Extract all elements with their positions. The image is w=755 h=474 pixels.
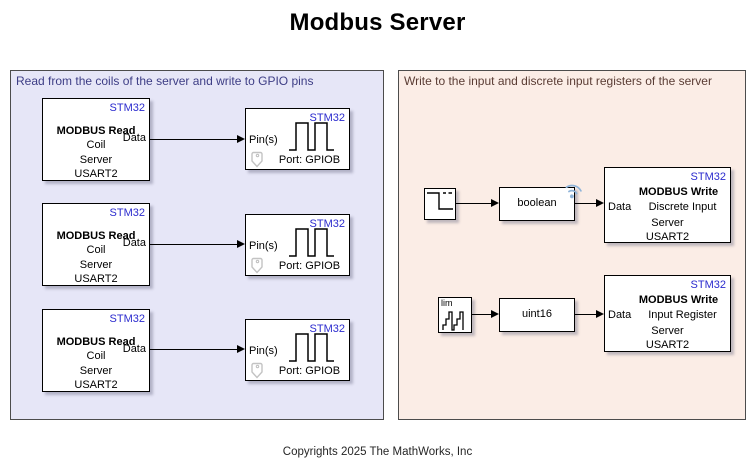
- counter-limited-source-block[interactable]: lim: [438, 297, 472, 333]
- stm32-chip-label: STM32: [109, 207, 145, 219]
- block-subtitle: Coil: [86, 350, 106, 362]
- pulse-source-block[interactable]: [424, 188, 456, 220]
- gpio-write-block-3[interactable]: STM32 Pin(s) Port: GPIOB: [245, 319, 350, 381]
- block-name: MODBUS Read: [56, 336, 136, 348]
- conversion-type-label: boolean: [517, 197, 557, 209]
- input-port-label: Pin(s): [249, 134, 278, 146]
- pulse-generator-icon: [427, 192, 453, 210]
- block-subtitle: Coil: [86, 139, 106, 151]
- signal-wire[interactable]: [150, 240, 245, 248]
- uart-label: USART2: [645, 231, 690, 243]
- gpio-write-block-2[interactable]: STM32 Pin(s) Port: GPIOB: [245, 214, 350, 276]
- signal-wire[interactable]: [575, 199, 604, 207]
- input-port-label: Data: [608, 309, 632, 321]
- block-subtitle: Coil: [86, 244, 106, 256]
- counter-limited-icon: [442, 311, 464, 331]
- output-port-label: Data: [122, 237, 146, 249]
- input-port-label: Pin(s): [249, 240, 278, 252]
- wifi-stream-icon[interactable]: [561, 178, 590, 205]
- uint16-conversion-block[interactable]: uint16: [499, 298, 575, 332]
- gpio-write-block-1[interactable]: STM32 Pin(s) Port: GPIOB: [245, 108, 350, 170]
- input-port-label: Pin(s): [249, 345, 278, 357]
- server-label: Server: [79, 365, 113, 377]
- tag-icon: [251, 362, 263, 379]
- signal-wire[interactable]: [456, 199, 499, 207]
- modbus-write-input-register-block[interactable]: STM32 MODBUS Write Data Input Register S…: [604, 275, 731, 352]
- stm32-chip-label: STM32: [109, 102, 145, 114]
- server-label: Server: [79, 154, 113, 166]
- stm32-chip-label: STM32: [109, 313, 145, 325]
- block-name: MODBUS Read: [56, 125, 136, 137]
- block-name: MODBUS Write: [638, 186, 719, 198]
- area-left-label: Read from the coils of the server and wr…: [16, 74, 314, 88]
- output-port-label: Data: [122, 132, 146, 144]
- boolean-conversion-block[interactable]: boolean: [499, 187, 575, 221]
- block-subtitle: Discrete Input: [648, 201, 717, 213]
- modbus-read-block-3[interactable]: STM32 MODBUS Read Coil Data Server USART…: [42, 309, 150, 392]
- model-title[interactable]: Modbus Server: [289, 9, 466, 36]
- uart-label: USART2: [645, 339, 690, 351]
- gpio-port-caption: Port: GPIOB: [278, 154, 341, 166]
- uart-label: USART2: [74, 168, 118, 180]
- server-label: Server: [79, 259, 113, 271]
- stm32-chip-label: STM32: [690, 279, 726, 291]
- annotation-area-registers[interactable]: Write to the input and discrete input re…: [398, 70, 746, 420]
- tag-icon: [251, 257, 263, 274]
- server-label: Server: [651, 217, 684, 229]
- stm32-chip-label: STM32: [690, 171, 726, 183]
- area-right-label: Write to the input and discrete input re…: [404, 74, 712, 88]
- block-subtitle: Input Register: [648, 309, 717, 321]
- modbus-read-block-1[interactable]: STM32 MODBUS Read Coil Data Server USART…: [42, 98, 150, 181]
- uart-label: USART2: [74, 379, 118, 391]
- lim-label: lim: [441, 298, 453, 308]
- stm32-chip-label: STM32: [309, 112, 345, 124]
- signal-wire[interactable]: [150, 345, 245, 353]
- square-wave-icon: [289, 122, 334, 151]
- gpio-port-caption: Port: GPIOB: [278, 365, 341, 377]
- conversion-type-label: uint16: [522, 308, 552, 320]
- square-wave-icon: [289, 228, 334, 257]
- stm32-chip-label: STM32: [309, 323, 345, 335]
- signal-wire[interactable]: [575, 310, 604, 318]
- block-name: MODBUS Read: [56, 230, 136, 242]
- stm32-chip-label: STM32: [309, 218, 345, 230]
- block-name: MODBUS Write: [638, 294, 719, 306]
- modbus-write-discrete-block[interactable]: STM32 MODBUS Write Data Discrete Input S…: [604, 167, 731, 243]
- output-port-label: Data: [122, 343, 146, 355]
- signal-wire[interactable]: [150, 135, 245, 143]
- signal-wire[interactable]: [472, 310, 499, 318]
- uart-label: USART2: [74, 273, 118, 285]
- square-wave-icon: [289, 333, 334, 362]
- copyright-annotation[interactable]: Copyrights 2025 The MathWorks, Inc: [282, 446, 473, 458]
- server-label: Server: [651, 325, 684, 337]
- gpio-port-caption: Port: GPIOB: [278, 260, 341, 272]
- modbus-read-block-2[interactable]: STM32 MODBUS Read Coil Data Server USART…: [42, 203, 150, 286]
- input-port-label: Data: [608, 201, 632, 213]
- tag-icon: [251, 151, 263, 168]
